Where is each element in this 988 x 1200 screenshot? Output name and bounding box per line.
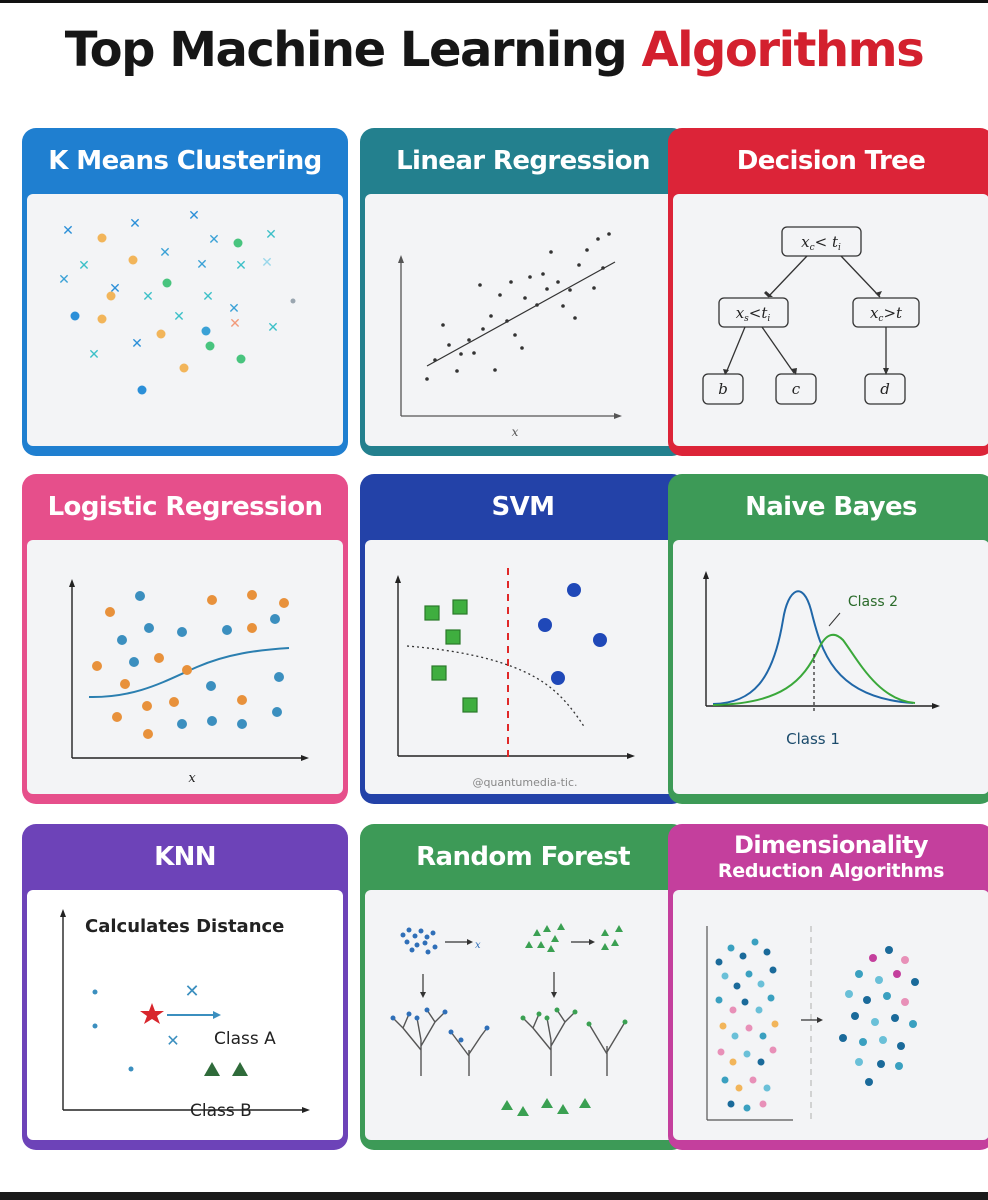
title-line2: Reduction Algorithms [717, 859, 945, 882]
card-title: Logistic Regression [47, 491, 323, 522]
bayes-illustration: Class 2 Class 1 [673, 540, 988, 794]
page-title: Top Machine Learning Algorithms [0, 22, 988, 78]
knn-illustration: Calculates Distance ✕ ✕ Class A Class B [27, 890, 343, 1140]
svg-text:✕: ✕ [265, 227, 277, 243]
svg-text:✕: ✕ [142, 289, 154, 305]
svg-text:✕: ✕ [109, 281, 121, 297]
card-title: K Means Clustering [48, 145, 322, 176]
title-accent: Algorithms [641, 22, 924, 78]
leaf-c: c [792, 380, 801, 398]
card-decision-tree: Decision Tree [668, 128, 988, 456]
watermark: @quantumedia-tic. [472, 776, 577, 789]
logistic-illustration: x [27, 540, 343, 794]
title-line1: Dimensionality [734, 831, 929, 860]
svg-text:✕: ✕ [88, 347, 100, 363]
card-title: KNN [154, 841, 216, 872]
svg-text:✕: ✕ [129, 216, 141, 232]
card-title: Dimensionality Reduction Algorithms [673, 824, 988, 890]
svg-text:✕: ✕ [58, 272, 70, 288]
class2-label: Class 2 [848, 594, 898, 610]
forest-diagram: x [390, 923, 628, 1116]
card-linear-regression: Linear Regression x [360, 128, 686, 456]
card-title: Random Forest [416, 841, 630, 872]
svg-text:✕: ✕ [196, 257, 208, 273]
svg-text:x: x [475, 940, 481, 951]
bottom-border [0, 1192, 988, 1200]
card-title: Naive Bayes [745, 491, 917, 522]
logistic-plot: x [69, 579, 309, 786]
card-naive-bayes: Naive Bayes Class 2 Class 1 [668, 474, 988, 804]
kmeans-illustration: ✕ ✕ ✕ ✕ ✕ ✕ ✕ ✕ ✕ ✕ ✕ ✕ ✕ ✕ ✕ ✕ ✕ ✕ ✕ ✕ [27, 194, 343, 446]
card-random-forest: Random Forest x [360, 824, 686, 1150]
svg-text:✕: ✕ [228, 301, 240, 317]
svg-text:✕: ✕ [208, 232, 220, 248]
svg-text:✕: ✕ [78, 258, 90, 274]
top-border [0, 0, 988, 3]
dim-diagram [706, 926, 919, 1121]
card-svm: SVM @quantumedia-tic. [360, 474, 686, 804]
title-main: Top Machine Learning [64, 22, 628, 78]
card-kmeans: K Means Clustering ✕ ✕ ✕ ✕ ✕ ✕ ✕ ✕ ✕ ✕ ✕… [22, 128, 348, 456]
linear-illustration: x [365, 194, 681, 446]
svg-text:✕: ✕ [261, 255, 273, 271]
svg-text:✕: ✕ [62, 223, 74, 239]
svm-plot: @quantumedia-tic. [395, 568, 635, 789]
dim-illustration [673, 890, 988, 1140]
card-title: Decision Tree [736, 145, 926, 176]
card-title: SVM [491, 491, 556, 522]
left-node-label: xs<ti [736, 304, 771, 324]
svg-text:✕: ✕ [229, 316, 241, 332]
distance-label: Calculates Distance [85, 916, 284, 937]
card-knn: KNN Calculates Distance ✕ ✕ Class A Clas… [22, 824, 348, 1150]
x-axis-label: x [188, 771, 196, 786]
class-a-label: Class A [214, 1029, 276, 1049]
bayes-plot: Class 2 Class 1 [703, 571, 940, 748]
tree-illustration: xc< ti xs<ti xc>t b c d [673, 194, 988, 446]
root-node-label: xc< ti [801, 233, 841, 253]
svg-text:✕: ✕ [188, 208, 200, 224]
class-b-label: Class B [190, 1101, 252, 1121]
svg-text:✕: ✕ [166, 1031, 179, 1050]
right-node-label: xc>t [870, 304, 903, 324]
linear-plot: x [398, 232, 622, 439]
svg-text:✕: ✕ [159, 245, 171, 261]
kmeans-plot: ✕ ✕ ✕ ✕ ✕ ✕ ✕ ✕ ✕ ✕ ✕ ✕ ✕ ✕ ✕ ✕ ✕ ✕ ✕ ✕ [58, 208, 296, 395]
svm-illustration: @quantumedia-tic. [365, 540, 681, 794]
card-title: Linear Regression [396, 145, 650, 176]
svg-text:✕: ✕ [131, 336, 143, 352]
knn-plot: Calculates Distance ✕ ✕ Class A Class B [60, 909, 310, 1121]
card-logistic-regression: Logistic Regression [22, 474, 348, 804]
leaf-b: b [718, 380, 728, 398]
svg-text:✕: ✕ [267, 320, 279, 336]
class1-label: Class 1 [786, 730, 840, 748]
svg-text:✕: ✕ [173, 309, 185, 325]
tree-diagram: xc< ti xs<ti xc>t b c d [702, 226, 920, 405]
card-dimensionality-reduction: Dimensionality Reduction Algorithms [668, 824, 988, 1150]
x-axis-label: x [512, 425, 519, 439]
svg-text:✕: ✕ [202, 289, 214, 305]
svg-text:✕: ✕ [235, 258, 247, 274]
leaf-d: d [880, 380, 890, 398]
forest-illustration: x [365, 890, 681, 1140]
svg-text:✕: ✕ [184, 981, 199, 1002]
